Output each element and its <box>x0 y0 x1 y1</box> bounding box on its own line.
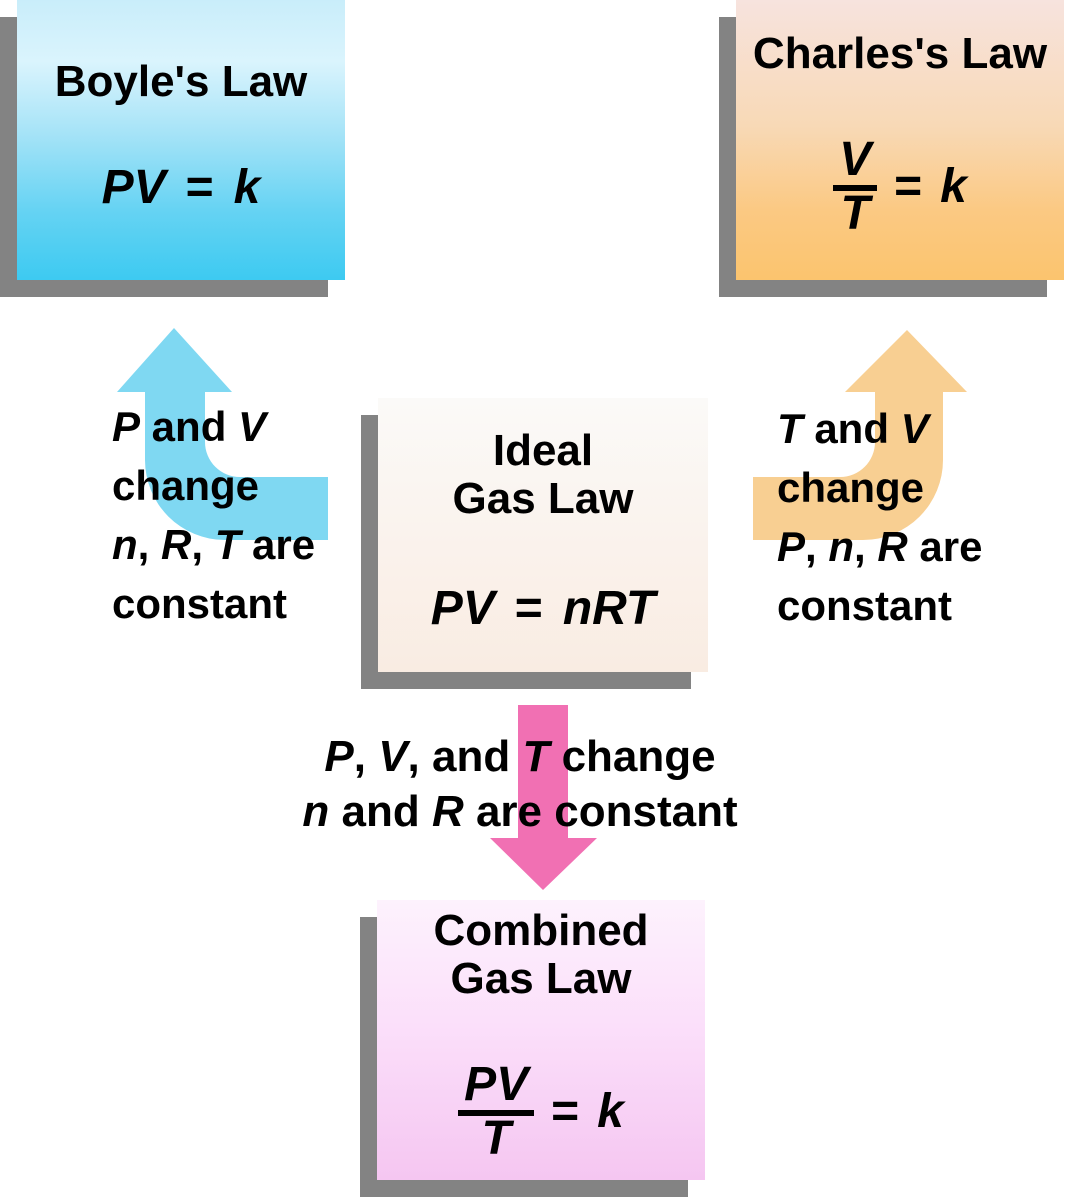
combined-gas-law-formula: PV T =k <box>377 1060 705 1165</box>
arrow-up-to-charless-law <box>753 330 967 540</box>
annotation-line: constant <box>777 582 953 629</box>
ideal-gas-law-title-line2: Gas Law <box>452 474 634 523</box>
boyles-law-formula: PV=k <box>101 161 261 214</box>
combined-gas-law-title: Combined Gas Law <box>377 907 705 1003</box>
ideal-gas-law-box: Ideal Gas Law PV=nRT <box>378 398 708 672</box>
charles-transition-annotation: T and V change P, n, R are constant <box>777 399 982 635</box>
charless-law-box: Charles's Law V T =k <box>736 0 1064 280</box>
formula-rhs: =k <box>894 159 967 213</box>
annotation-line: constant <box>112 580 288 627</box>
ideal-gas-law-title-line1: Ideal <box>492 426 594 475</box>
arrow-up-to-boyles-law <box>117 328 328 540</box>
combined-gas-law-box: Combined Gas Law PV T =k <box>377 900 705 1180</box>
boyle-transition-annotation: P and V change n, R, T are constant <box>112 397 315 633</box>
boyles-law-title: Boyle's Law <box>54 57 308 106</box>
charless-law-formula: V T =k <box>736 135 1064 240</box>
boyles-law-box: Boyle's Law PV=k <box>17 0 345 280</box>
annotation-line: P, n, R are <box>777 523 983 570</box>
ideal-gas-law-formula: PV=nRT <box>430 582 656 635</box>
combined-gas-law-title-line1: Combined <box>433 906 649 955</box>
annotation-line: P and V <box>112 403 267 450</box>
fraction: PV T <box>458 1060 535 1165</box>
fraction-numerator: V <box>833 135 878 191</box>
annotation-line: n and R are constant <box>302 787 738 836</box>
fraction-denominator: T <box>481 1112 511 1165</box>
annotation-line: n, R, T are <box>112 521 316 568</box>
combined-transition-annotation: P, V, and T change n and R are constant <box>220 729 820 839</box>
ideal-gas-law-title: Ideal Gas Law <box>378 427 708 523</box>
combined-gas-law-title-line2: Gas Law <box>450 954 632 1003</box>
charless-law-title: Charles's Law <box>752 29 1048 78</box>
annotation-line: P, V, and T change <box>324 732 716 781</box>
fraction-denominator: T <box>840 187 870 240</box>
annotation-line: change <box>777 464 925 511</box>
arrow-down-to-combined-gas-law <box>490 705 597 890</box>
formula-rhs: =k <box>551 1084 624 1138</box>
fraction: V T <box>833 135 878 240</box>
annotation-line: T and V <box>777 405 929 452</box>
fraction-numerator: PV <box>458 1060 535 1116</box>
annotation-line: change <box>112 462 260 509</box>
